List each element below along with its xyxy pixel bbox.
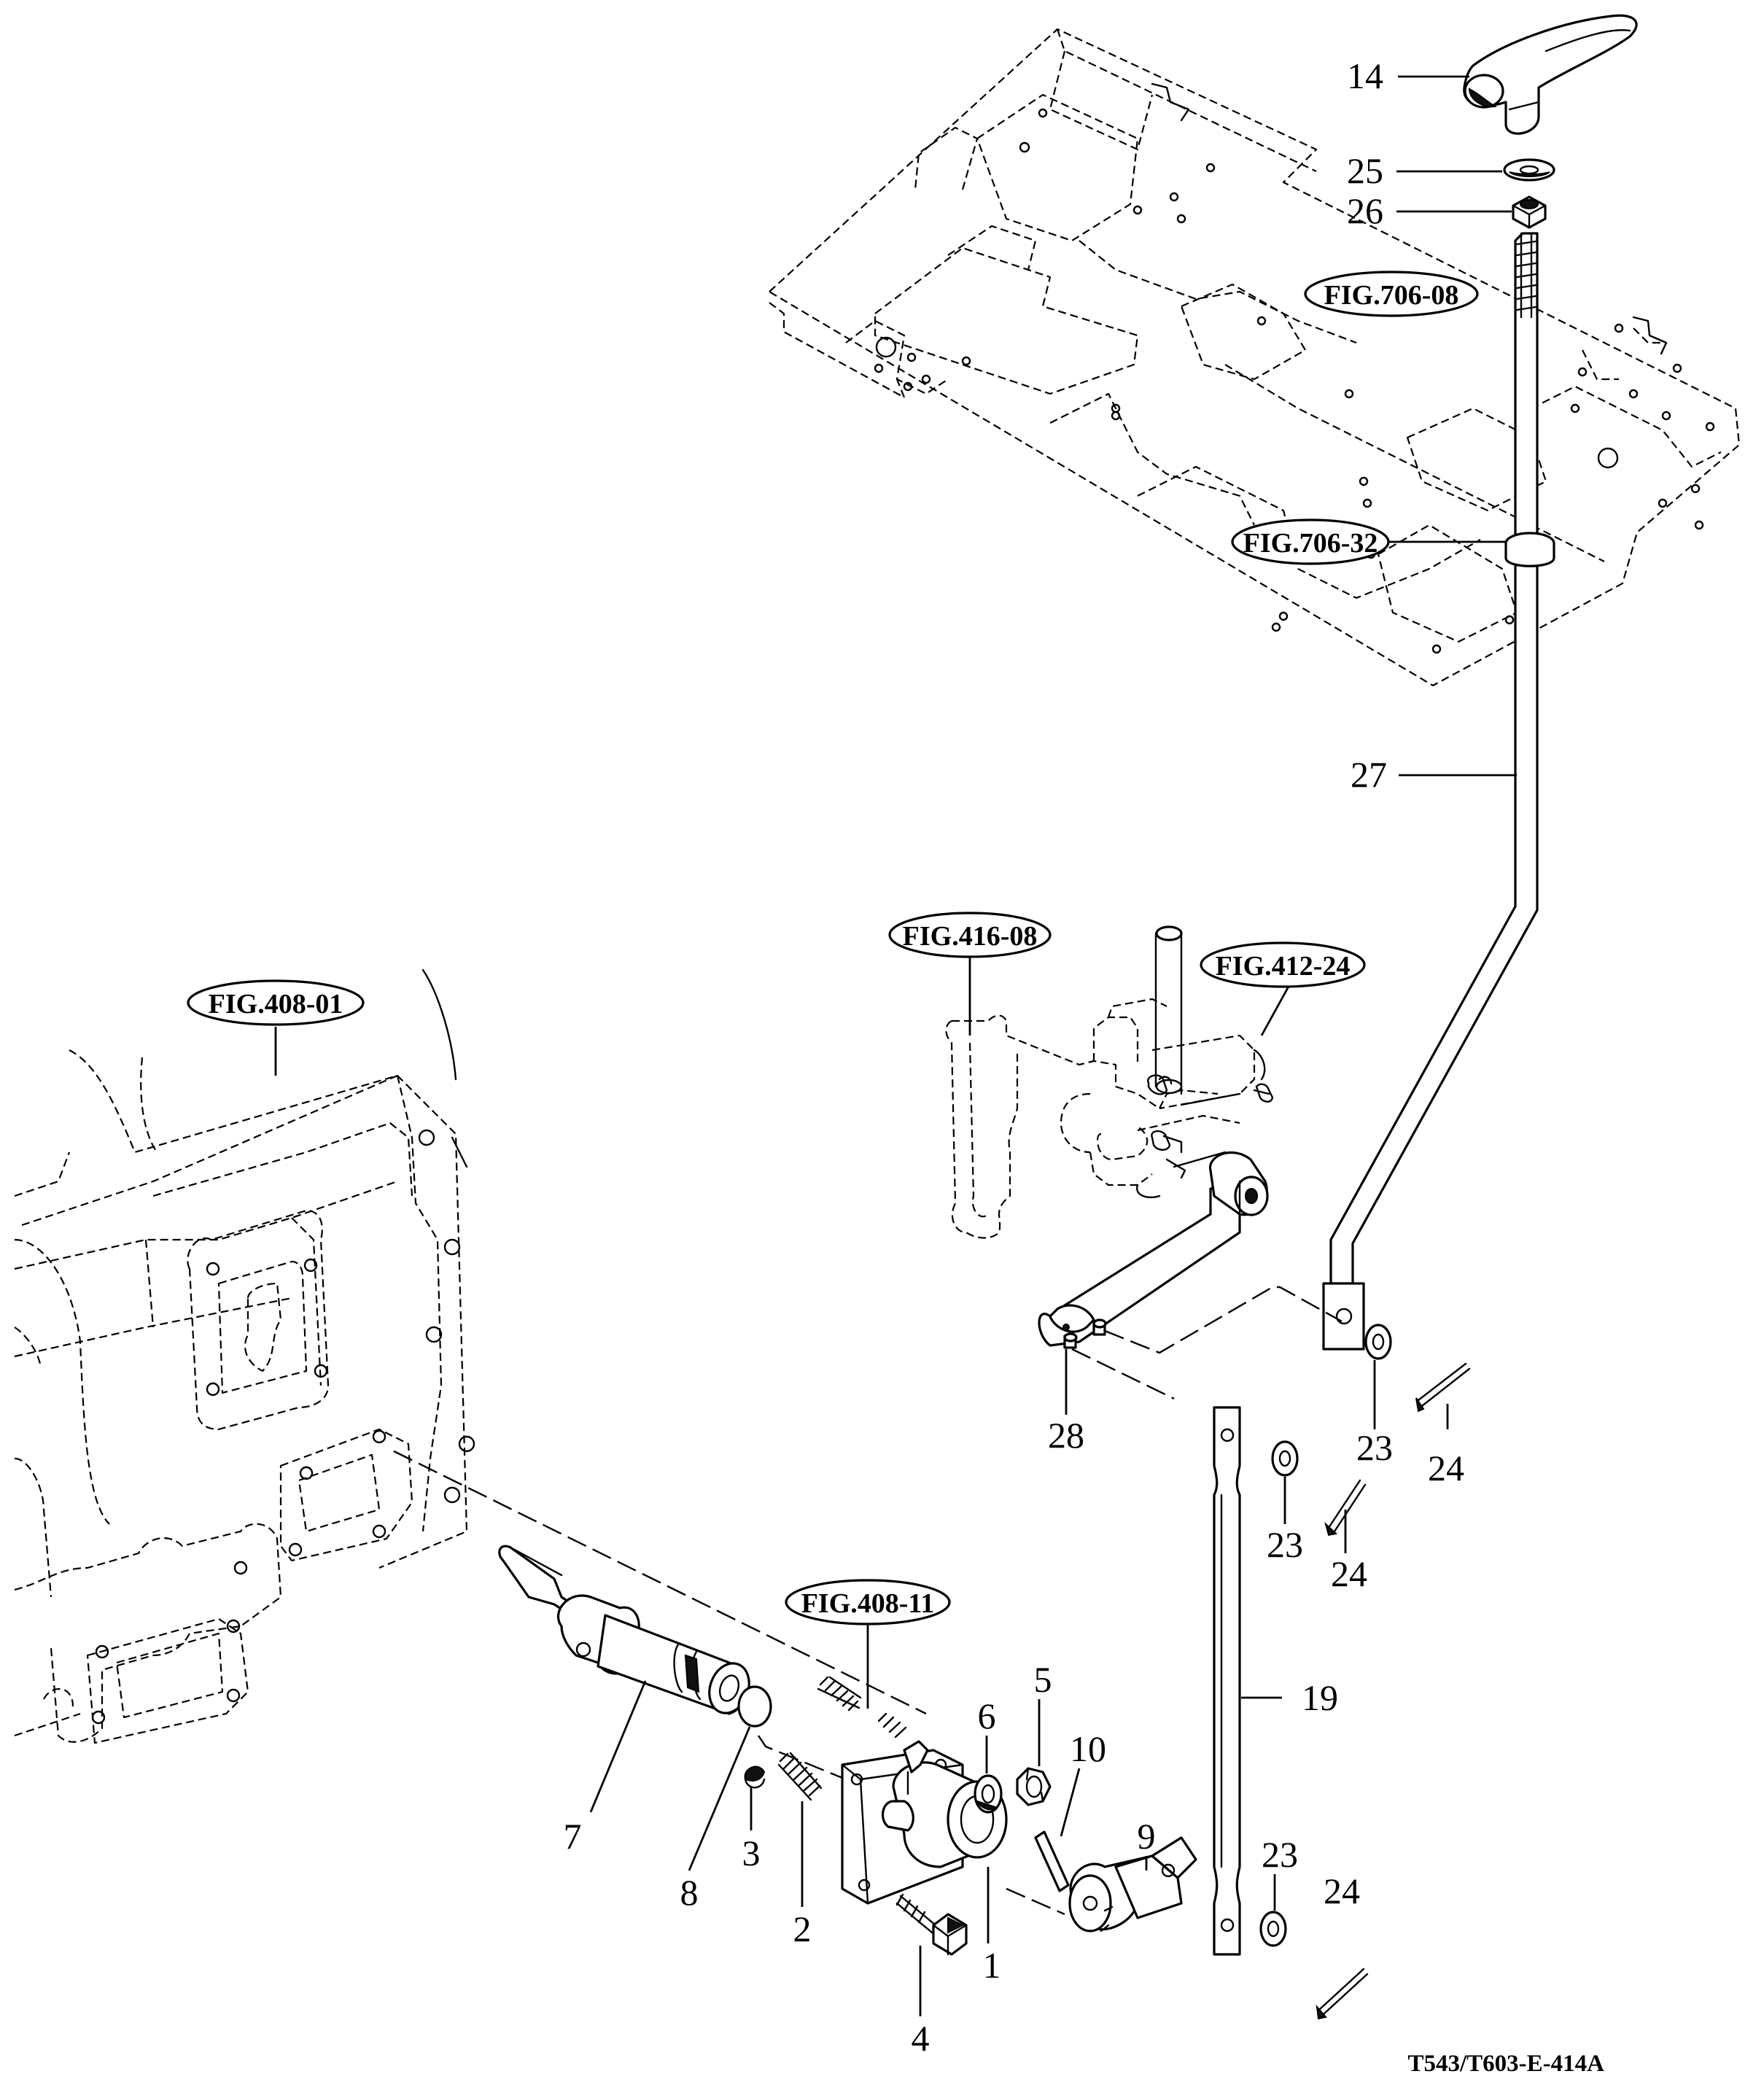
callout-27: 27 bbox=[1351, 754, 1387, 795]
lock-washer-6 bbox=[974, 1774, 1003, 1814]
figure-ref-706-32[interactable]: FIG.706-32 bbox=[1231, 518, 1390, 565]
figure-ref-706-08[interactable]: FIG.706-08 bbox=[1304, 271, 1479, 317]
bolt-4 bbox=[895, 1893, 968, 1956]
svg-text:FIG.408-11: FIG.408-11 bbox=[801, 1588, 935, 1619]
washer-23-b bbox=[1271, 1440, 1299, 1477]
cotter-pin-24-c bbox=[1316, 1967, 1369, 2020]
callout-8: 8 bbox=[680, 1872, 699, 1913]
callout-1: 1 bbox=[983, 1945, 1001, 1986]
nut-5 bbox=[1016, 1767, 1052, 1806]
drawing-id: T543/T603-E-414A bbox=[1407, 2051, 1604, 2077]
washer-23-c bbox=[1259, 1911, 1287, 1947]
lever-knob-14 bbox=[1463, 14, 1638, 135]
callout-6: 6 bbox=[978, 1695, 996, 1736]
callout-24-b: 24 bbox=[1331, 1553, 1367, 1594]
callout-28: 28 bbox=[1048, 1415, 1084, 1456]
callout-23-c: 23 bbox=[1262, 1834, 1298, 1875]
shift-rod-27 bbox=[1322, 232, 1555, 1351]
callout-24-c: 24 bbox=[1324, 1870, 1360, 1911]
pin-10 bbox=[1034, 1830, 1070, 1892]
arm-9 bbox=[1068, 1836, 1197, 1932]
callout-14: 14 bbox=[1347, 55, 1383, 96]
spring-fig-408-11 bbox=[817, 1676, 907, 1739]
callout-23-a: 23 bbox=[1356, 1427, 1393, 1468]
cotter-pin-24-a bbox=[1415, 1362, 1471, 1413]
svg-text:FIG.706-08: FIG.706-08 bbox=[1324, 280, 1459, 311]
callout-3: 3 bbox=[742, 1833, 761, 1873]
cotter-pin-24-b bbox=[1324, 1479, 1367, 1537]
alignment-line-housing bbox=[393, 1450, 927, 1715]
figure-ref-408-01[interactable]: FIG.408-01 bbox=[187, 979, 365, 1026]
figure-ref-416-08[interactable]: FIG.416-08 bbox=[888, 912, 1052, 958]
alignment-line-rod-to-arm bbox=[1104, 1286, 1343, 1354]
callout-7: 7 bbox=[564, 1816, 582, 1857]
washer-25 bbox=[1503, 158, 1555, 182]
callout-4: 4 bbox=[912, 2018, 930, 2059]
phantom-shift-fork-assembly bbox=[945, 925, 1274, 1239]
callout-5: 5 bbox=[1034, 1659, 1052, 1700]
svg-text:FIG.408-01: FIG.408-01 bbox=[209, 989, 343, 1019]
callout-19: 19 bbox=[1302, 1677, 1338, 1718]
spring-2 bbox=[777, 1752, 823, 1801]
alignment-line-cover bbox=[758, 1735, 847, 1781]
callout-24-a: 24 bbox=[1428, 1448, 1464, 1488]
callout-9: 9 bbox=[1138, 1816, 1156, 1857]
washer-23-a bbox=[1364, 1324, 1392, 1360]
leader-lines bbox=[274, 75, 1517, 2016]
callout-2: 2 bbox=[793, 1908, 812, 1949]
cover-plate-1 bbox=[841, 1740, 1008, 1905]
callout-26: 26 bbox=[1347, 190, 1383, 231]
alignment-line-arm-to-link bbox=[1071, 1348, 1175, 1400]
nut-26 bbox=[1512, 195, 1547, 229]
ball-3 bbox=[744, 1765, 766, 1789]
svg-text:FIG.706-32: FIG.706-32 bbox=[1243, 528, 1378, 559]
link-rod-19 bbox=[1213, 1406, 1241, 1956]
figure-ref-408-11[interactable]: FIG.408-11 bbox=[785, 1579, 951, 1625]
transmission-case-phantom bbox=[14, 968, 475, 1744]
shift-arm-28 bbox=[1038, 1151, 1269, 1349]
alignment-line-shaft bbox=[1006, 1887, 1065, 1916]
callout-25: 25 bbox=[1347, 150, 1383, 191]
svg-text:FIG.416-08: FIG.416-08 bbox=[903, 921, 1038, 952]
svg-text:FIG.412-24: FIG.412-24 bbox=[1216, 951, 1351, 982]
floor-plate-phantom bbox=[768, 28, 1741, 687]
callout-labels: 14 25 26 27 28 23 24 23 24 19 23 24 6 5 … bbox=[564, 55, 1465, 2059]
callout-23-b: 23 bbox=[1267, 1524, 1303, 1565]
cable-housing-7 bbox=[498, 1545, 750, 1715]
plug-8 bbox=[737, 1685, 772, 1728]
figure-ref-412-24[interactable]: FIG.412-24 bbox=[1200, 941, 1366, 988]
callout-10: 10 bbox=[1070, 1728, 1106, 1769]
